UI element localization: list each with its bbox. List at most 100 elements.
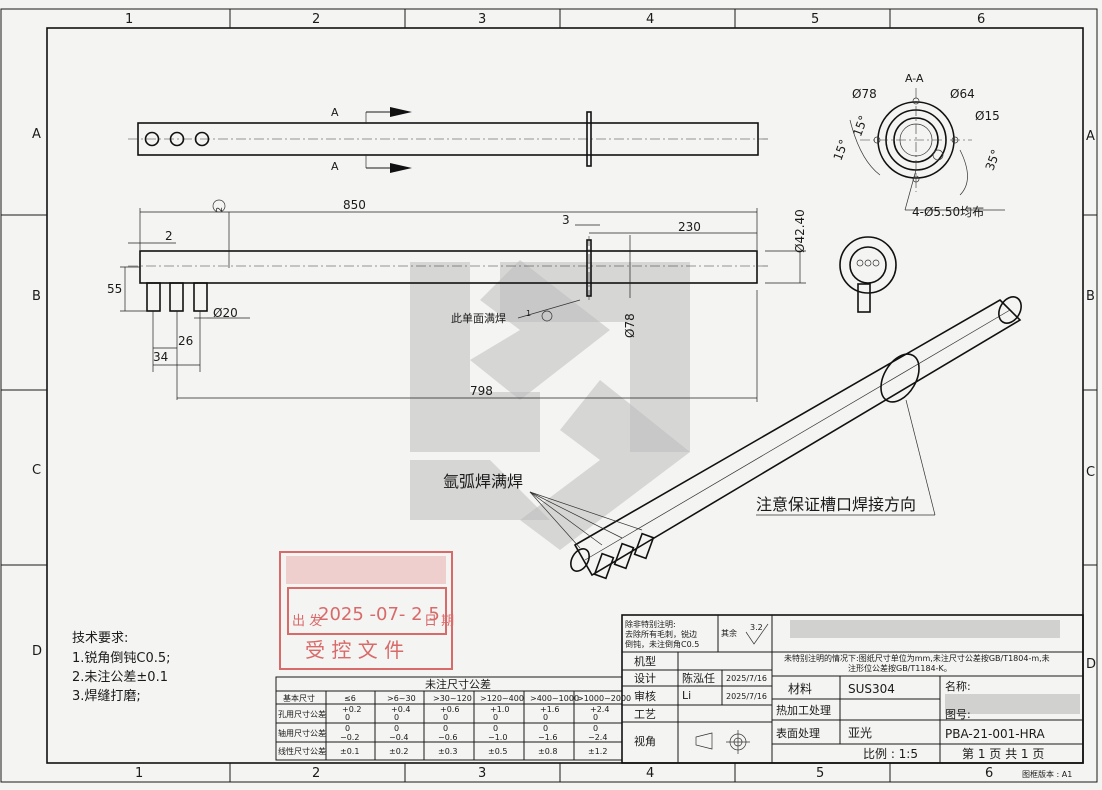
watermark-logo xyxy=(410,260,690,550)
angle-15-b: 15° xyxy=(831,138,851,163)
tol-header: >400~1000 xyxy=(530,694,579,703)
craft-label: 工艺 xyxy=(634,708,656,721)
technical-requirements: 技术要求: 1.锐角倒钝C0.5; 2.未注公差±0.1 3.焊缝打磨; xyxy=(72,631,171,704)
dim-dia-42: Ø42.40 xyxy=(793,209,807,253)
tol-header: ≤6 xyxy=(344,694,356,703)
designer-name: 陈泓任 xyxy=(682,671,715,685)
inner-frame xyxy=(46,27,1084,764)
note-line: 倒钝，未注倒角C0.5 xyxy=(625,639,699,649)
row-label: A xyxy=(32,127,41,142)
dim-34: 34 xyxy=(153,350,168,364)
column-labels-bottom: 1 2 3 4 5 6 xyxy=(135,766,993,781)
note-line: 去除所有毛刺，锐边 xyxy=(625,629,697,639)
review-label: 审核 xyxy=(634,689,656,703)
tol-cell: +1.0 xyxy=(490,705,509,714)
material-value: SUS304 xyxy=(848,682,895,696)
dim-dia-64-section: Ø64 xyxy=(950,87,975,101)
dim-dia-78-section: Ø78 xyxy=(852,87,877,101)
tol-cell: 0 xyxy=(593,724,598,733)
col-label: 6 xyxy=(977,12,985,27)
cut-label: A xyxy=(331,160,339,173)
dim-850: 850 xyxy=(343,198,366,212)
weld-note: 此单面满焊 xyxy=(451,311,506,325)
dim-2: 2 xyxy=(165,229,173,243)
tol-cell: 0 xyxy=(345,724,350,733)
column-labels-top: 1 2 3 4 5 6 xyxy=(125,12,985,27)
drawing-no-label: 图号: xyxy=(945,708,971,721)
reviewer-name: Li xyxy=(682,689,691,702)
col-label: 1 xyxy=(135,766,143,781)
weld-symbol-number: 1 xyxy=(526,309,531,318)
tol-cell: 0 xyxy=(345,713,350,722)
tech-title: 技术要求: xyxy=(72,631,128,646)
dim-798: 798 xyxy=(470,384,493,398)
surface-label: 表面处理 xyxy=(776,726,820,740)
row-label: B xyxy=(32,289,41,304)
design-date: 2025/7/16 xyxy=(726,674,767,683)
row-label: A xyxy=(1086,129,1095,144)
rest-label: 其余 xyxy=(721,628,737,638)
row-label: D xyxy=(32,644,42,659)
stamp-left: 出 发 xyxy=(292,613,322,629)
tol-cell: ±0.1 xyxy=(340,747,359,756)
col-label: 1 xyxy=(125,12,133,27)
tol-cell: +0.6 xyxy=(440,705,459,714)
dim-3: 3 xyxy=(562,213,570,227)
blurred-name xyxy=(945,694,1080,714)
cut-label: A xyxy=(331,106,339,119)
roughness-value: 3.2 xyxy=(750,623,763,632)
name-label: 名称: xyxy=(945,679,971,693)
row-labels-left: A B C D xyxy=(32,127,42,659)
row-label: B xyxy=(1086,289,1095,304)
dim-dia-15-section: Ø15 xyxy=(975,109,1000,123)
tol-header: >6~30 xyxy=(387,694,416,703)
tol-cell: 0 xyxy=(394,724,399,733)
row-label: C xyxy=(1086,465,1095,480)
col-label: 6 xyxy=(985,766,993,781)
tol-cell: 0 xyxy=(593,713,598,722)
tol-cell: −1.6 xyxy=(538,733,557,742)
tol-cell: ±0.8 xyxy=(538,747,557,756)
tol-cell: 0 xyxy=(443,724,448,733)
tolerance-title: 未注尺寸公差 xyxy=(425,677,491,691)
col-label: 3 xyxy=(478,12,486,27)
unit-note: 注形位公差按GB/T1184-K。 xyxy=(848,663,952,673)
tol-cell: −1.0 xyxy=(488,733,507,742)
outer-frame xyxy=(0,8,1098,783)
dim-dia-78: Ø78 xyxy=(623,313,637,338)
col-label: 3 xyxy=(478,766,486,781)
row-labels-right: A B C D xyxy=(1086,129,1096,672)
dim-55: 55 xyxy=(107,282,122,296)
holes-note: 4-Ø5.50均布 xyxy=(912,205,984,219)
frame-version: 图框版本 : A1 xyxy=(1022,769,1072,779)
roughness-icon xyxy=(745,623,769,645)
view-label: 视角 xyxy=(634,734,656,748)
heat-label: 热加工处理 xyxy=(776,704,831,717)
col-label: 2 xyxy=(312,766,320,781)
tol-cell: −2.4 xyxy=(588,733,607,742)
tech-item: 2.未注公差±0.1 xyxy=(72,670,168,685)
tol-cell: −0.4 xyxy=(389,733,408,742)
stamp-bottom: 受 控 文 件 xyxy=(305,638,404,662)
tol-cell: −0.6 xyxy=(438,733,457,742)
scale: 比例 : 1:5 xyxy=(863,747,918,761)
tol-cell: ±0.3 xyxy=(438,747,457,756)
tol-cell: ±0.5 xyxy=(488,747,507,756)
tol-cell: 0 xyxy=(543,713,548,722)
col-label: 4 xyxy=(646,12,654,27)
tol-cell: 0 xyxy=(543,724,548,733)
tech-item: 1.锐角倒钝C0.5; xyxy=(72,651,171,666)
section-view-aa: A-A Ø78 Ø64 Ø15 15° 15° 35° 4-Ø5.50均布 xyxy=(831,72,1005,219)
tol-cell: +1.6 xyxy=(540,705,559,714)
tol-cell: 0 xyxy=(493,724,498,733)
tol-cell: +0.2 xyxy=(342,705,361,714)
dim-26: 26 xyxy=(178,334,193,348)
col-label: 2 xyxy=(312,12,320,27)
material-label: 材料 xyxy=(788,682,812,696)
note-line: 除非特别注明: xyxy=(625,619,676,629)
surface-value: 亚光 xyxy=(848,726,872,740)
tol-cell: −0.2 xyxy=(340,733,359,742)
unit-note: 未特别注明的情况下:图纸尺寸单位为mm,未注尺寸公差按GB/T1804-m,未 xyxy=(784,653,1050,663)
tol-cell: 0 xyxy=(394,713,399,722)
